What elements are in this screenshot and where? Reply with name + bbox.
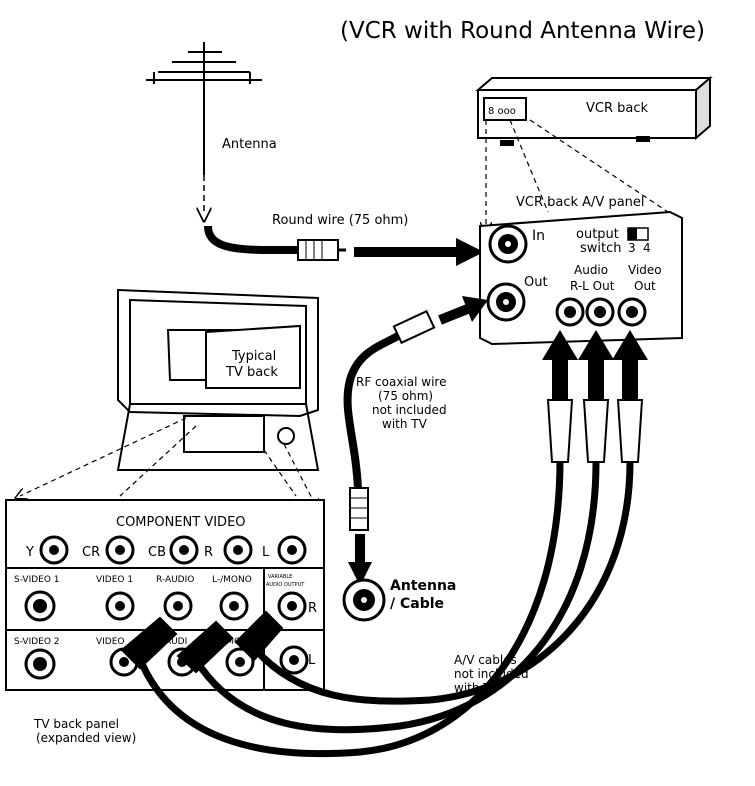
antenna-icon bbox=[146, 42, 262, 175]
vcr-back-ports-icon: 8 ooo bbox=[488, 106, 516, 117]
var-l-label: L bbox=[308, 653, 316, 668]
round-wire-cable bbox=[204, 225, 300, 254]
av-plugs-vcr bbox=[546, 399, 644, 463]
vcr-rca-jacks bbox=[555, 297, 647, 327]
lmono-label: L-/MONO bbox=[212, 575, 252, 585]
component-video-label: COMPONENT VIDEO bbox=[116, 515, 246, 530]
av-label-2: not included bbox=[454, 667, 529, 681]
round-wire-connector bbox=[297, 239, 346, 261]
rf-label-4: with TV bbox=[382, 417, 428, 431]
vcr-panel-label: VCR back A/V panel bbox=[516, 195, 645, 210]
svideo2-label: S-VIDEO 2 bbox=[14, 637, 60, 647]
diagram-title: (VCR with Round Antenna Wire) bbox=[340, 18, 705, 44]
rf-label-3: not included bbox=[372, 403, 447, 417]
antenna-cable-label-1: Antenna bbox=[390, 578, 456, 594]
vcr-back-box bbox=[475, 75, 713, 141]
vcr-projection-lines bbox=[486, 119, 669, 228]
variable-label-2: AUDIO OUTPUT bbox=[266, 582, 305, 588]
round-wire-arrow bbox=[354, 238, 484, 266]
rf-label-2: (75 ohm) bbox=[378, 389, 433, 403]
tv-back-illustration bbox=[116, 288, 320, 471]
tv-panel-label-2: (expanded view) bbox=[36, 731, 136, 745]
output-switch-label-2: switch bbox=[580, 241, 622, 256]
round-wire-label: Round wire (75 ohm) bbox=[272, 213, 408, 228]
vcr-in-label: In bbox=[532, 228, 545, 244]
tv-projection-lines bbox=[20, 417, 316, 506]
vcr-in-jack bbox=[488, 224, 528, 264]
rf-coax-cable bbox=[343, 332, 400, 491]
lmono2-label: -/MON bbox=[220, 637, 248, 647]
antenna-label: Antenna bbox=[222, 137, 277, 152]
antenna-cable-jack bbox=[342, 578, 386, 622]
variable-label-1: VARIABLE bbox=[268, 574, 292, 580]
av-label-3: with TV bbox=[454, 681, 500, 695]
raudio-label: R-AUDIO bbox=[156, 575, 194, 585]
jack-cb-label: CB bbox=[148, 545, 166, 560]
rf-label-1: RF coaxial wire bbox=[356, 375, 447, 389]
video-out-label: Out bbox=[634, 279, 656, 293]
svideo1-label: S-VIDEO 1 bbox=[14, 575, 60, 585]
typical-tv-label-1: Typical bbox=[231, 349, 276, 364]
av-arrows-up bbox=[542, 330, 648, 400]
vcr-back-label: VCR back bbox=[586, 101, 649, 116]
video2-label: VIDEO bbox=[96, 637, 125, 647]
vcr-foot-right bbox=[636, 136, 650, 142]
tv-panel-label-1: TV back panel bbox=[33, 717, 119, 731]
tv-back-panel bbox=[5, 499, 325, 691]
component-jacks bbox=[39, 535, 307, 565]
jack-y-label: Y bbox=[25, 545, 34, 560]
raudio2-label: R-AUDI bbox=[156, 637, 187, 647]
jack-l-label: L bbox=[262, 545, 270, 560]
row1-jacks bbox=[24, 590, 307, 622]
jack-cr-label: CR bbox=[82, 545, 100, 560]
video-label: Video bbox=[628, 263, 662, 277]
jack-r-label: R bbox=[204, 545, 213, 560]
av-plugs-tv bbox=[120, 610, 284, 674]
rl-out-label: R-L Out bbox=[570, 279, 615, 293]
output-switch-icon bbox=[627, 227, 649, 241]
vcr-out-jack bbox=[486, 282, 526, 322]
typical-tv-label-2: TV back bbox=[225, 365, 278, 380]
rf-connector-bottom bbox=[349, 487, 369, 531]
audio-label: Audio bbox=[574, 263, 608, 277]
av-label-1: A/V cables bbox=[454, 653, 517, 667]
vcr-out-label: Out bbox=[524, 275, 548, 290]
rf-arrow-down bbox=[348, 534, 372, 586]
video1-label: VIDEO 1 bbox=[96, 575, 133, 585]
rf-connector-top bbox=[392, 309, 436, 345]
switch-4-label: 4 bbox=[643, 241, 651, 255]
vcr-foot-left bbox=[500, 140, 514, 146]
var-r-label: R bbox=[308, 601, 317, 616]
antenna-cable-label-2: / Cable bbox=[390, 596, 444, 612]
rf-arrow-to-vcr-out bbox=[438, 296, 488, 325]
output-switch-label-1: output bbox=[576, 227, 619, 242]
av-cables bbox=[134, 459, 634, 758]
switch-3-label: 3 bbox=[628, 241, 636, 255]
